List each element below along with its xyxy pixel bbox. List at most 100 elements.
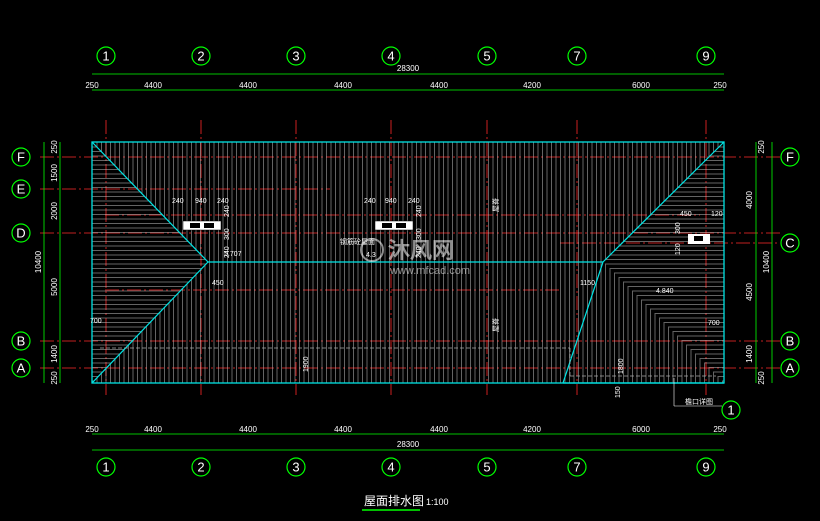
vent-mid-dim-1: 940 — [385, 198, 397, 205]
vent-mid-dim-4: 300 — [416, 228, 423, 240]
vent-mid-dim-2: 240 — [408, 198, 420, 205]
axis-bubble-right-F: F — [780, 147, 800, 167]
roof-vents — [182, 220, 710, 244]
dim-left-seg-2: 2000 — [50, 202, 59, 220]
axis-label: 1 — [102, 49, 109, 64]
axis-bubble-left-A: A — [11, 358, 31, 378]
dim-top-total: 28300 — [397, 64, 420, 73]
axis-bubble-top-2: 2 — [191, 46, 211, 66]
axis-label: B — [17, 334, 26, 349]
dim-right-total: 10400 — [762, 250, 771, 273]
axis-label: 7 — [573, 460, 580, 475]
dim-top-seg-6: 6000 — [632, 81, 650, 90]
axis-label: D — [16, 226, 25, 241]
axis-bubble-right-B: B — [780, 331, 800, 351]
dim-450-label: 450 — [212, 280, 224, 287]
axis-label: 4 — [387, 460, 394, 475]
axis-bubble-left-B: B — [11, 331, 31, 351]
axis-label: E — [17, 182, 26, 197]
dim-right-seg-0: 250 — [757, 140, 766, 154]
axis-bubble-top-5: 5 — [477, 46, 497, 66]
vent-mid — [374, 220, 414, 231]
hip-top-left — [91, 141, 209, 263]
bottom-dimensions: 28300 250 4400 4400 4400 4400 4200 6000 … — [85, 425, 727, 451]
vent-mid-dim-3: 240 — [416, 205, 423, 217]
dim-left-total: 10400 — [34, 250, 43, 273]
dim-1900-label: 1900 — [303, 356, 310, 372]
dim-top-seg-5: 4200 — [523, 81, 541, 90]
axis-label: 5 — [483, 49, 490, 64]
dim-700-left-label: 700 — [90, 318, 102, 325]
vent-left-dim-5: 240 — [224, 246, 231, 258]
roof-eave-outline — [91, 141, 725, 384]
axis-bubble-left-D: D — [11, 223, 31, 243]
dim-top-seg-0: 250 — [85, 81, 99, 90]
roof-slope-lines — [92, 142, 724, 383]
dim-top-seg-4: 4400 — [430, 81, 448, 90]
ridge-label-top: 屋脊 — [491, 198, 500, 212]
axis-label: 1 — [102, 460, 109, 475]
dim-bottom-seg-4: 4400 — [430, 425, 448, 434]
dim-bottom-seg-6: 6000 — [632, 425, 650, 434]
vent-left-dim-0: 240 — [172, 198, 184, 205]
axis-bubble-right-C: C — [780, 233, 800, 253]
axis-bubble-right-A: A — [780, 358, 800, 378]
dim-right-seg-2: 4500 — [745, 283, 754, 301]
watermark: 沐风网 www.mfcad.com — [360, 238, 470, 277]
axis-bubble-left-E: E — [11, 179, 31, 199]
dim-right-seg-3: 1400 — [745, 345, 754, 363]
dim-left-seg-5: 250 — [50, 371, 59, 385]
roof-outline — [91, 141, 725, 384]
axis-label: 5 — [483, 460, 490, 475]
vent-left-dim-1: 940 — [195, 198, 207, 205]
left-dimensions: 10400 250 1500 2000 5000 1400 250 — [34, 140, 61, 385]
dim-top-seg-2: 4400 — [239, 81, 257, 90]
vent-right-dim-3: 120 — [675, 243, 682, 255]
top-dimensions: 28300 250 4400 4400 4400 4400 4200 6000 … — [85, 64, 727, 91]
axis-bubble-bottom-1: 1 — [96, 457, 116, 477]
axis-label: C — [785, 236, 794, 251]
axis-bubble-top-1: 1 — [96, 46, 116, 66]
slope-right-label: 4.840 — [656, 288, 674, 295]
vent-left-dim-4: 300 — [224, 228, 231, 240]
axis-bubble-bottom-2: 2 — [191, 457, 211, 477]
axis-bubble-bottom-7: 7 — [567, 457, 587, 477]
vent-left-inner-2 — [204, 223, 214, 228]
dim-bottom-seg-1: 4400 — [144, 425, 162, 434]
axis-label: 9 — [702, 49, 709, 64]
vent-right-inner — [694, 236, 703, 241]
axis-label: 3 — [292, 49, 299, 64]
vent-left-dim-3: 240 — [224, 205, 231, 217]
axis-label: F — [17, 150, 25, 165]
axis-label: 9 — [702, 460, 709, 475]
center-value: 4.3 — [366, 252, 376, 259]
axis-bubble-bottom-3: 3 — [286, 457, 306, 477]
axis-label: A — [786, 361, 795, 376]
axis-bubble-left-F: F — [11, 147, 31, 167]
vent-mid-dim-0: 240 — [364, 198, 376, 205]
dim-left-seg-1: 1500 — [50, 164, 59, 182]
dim-bottom-seg-5: 4200 — [523, 425, 541, 434]
hip-top-right — [602, 141, 725, 263]
axis-bubble-top-7: 7 — [567, 46, 587, 66]
axis-bubble-top-3: 3 — [286, 46, 306, 66]
dim-right-seg-1: 4000 — [745, 191, 754, 209]
vent-left — [182, 220, 222, 231]
dim-left-seg-4: 1400 — [50, 345, 59, 363]
dim-1800-label: 1800 — [618, 358, 625, 374]
axis-label: F — [786, 150, 794, 165]
axis-bubbles-right: F C B A — [780, 147, 800, 378]
vent-mid-dim-5: 240 — [416, 246, 423, 258]
dim-1150-label: 1150 — [580, 280, 595, 287]
slope-left-label: 5.707 — [224, 251, 242, 258]
detail-ref-bubble: 1 — [721, 400, 741, 420]
dim-top-seg-7: 250 — [713, 81, 727, 90]
vent-left-inner — [190, 223, 200, 228]
detail-note: 檐口详图 — [685, 397, 713, 406]
center-label: 钢筋砼屋面 — [340, 237, 375, 246]
axis-label: B — [786, 334, 795, 349]
drawing-scale: 1:100 — [426, 497, 449, 507]
dim-bottom-seg-7: 250 — [713, 425, 727, 434]
drawing-title-block: 屋面排水图 1:100 — [362, 494, 449, 511]
